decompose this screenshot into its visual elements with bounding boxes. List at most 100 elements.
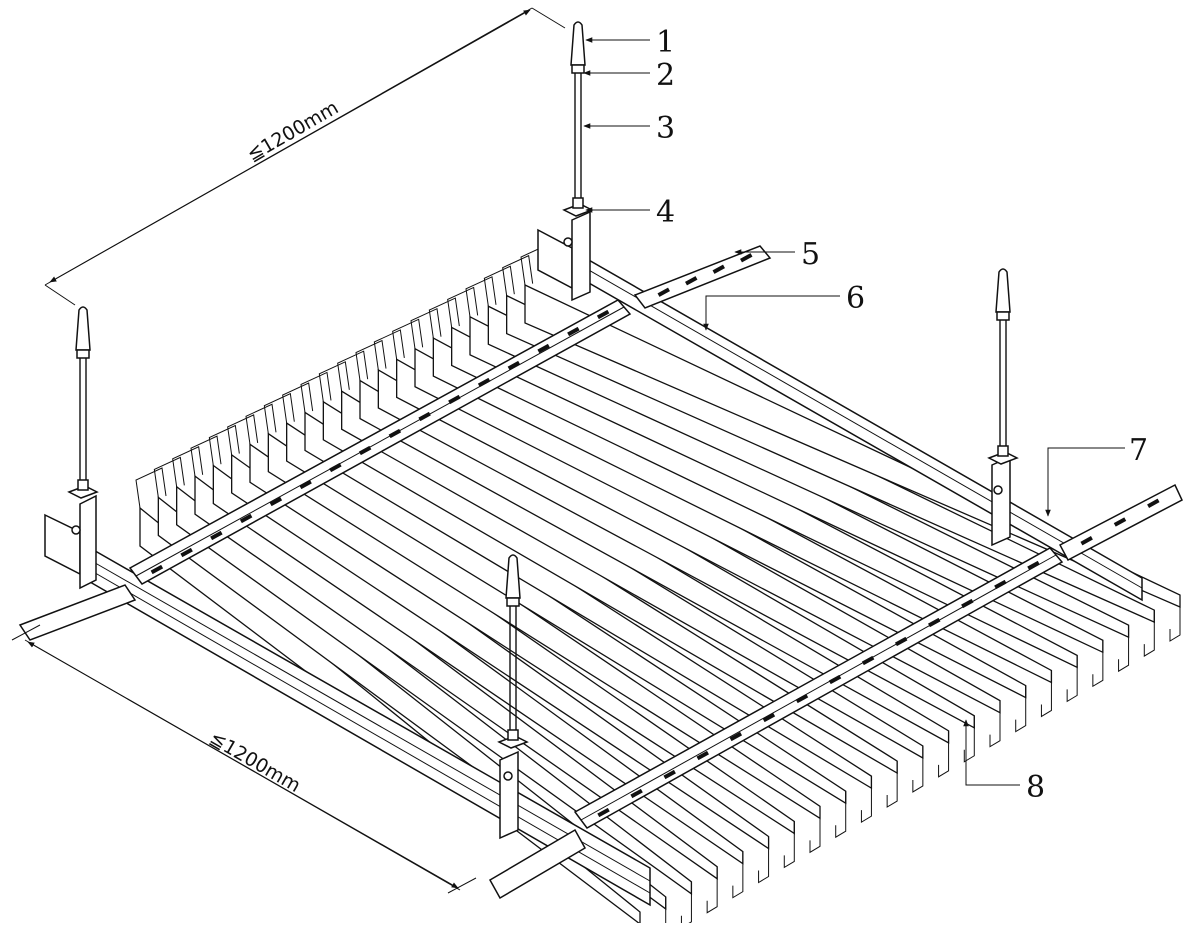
baffle-panel-end — [355, 339, 387, 381]
baffle-panel-hook — [989, 700, 1001, 748]
callout-2-number: 2 — [656, 58, 675, 93]
baffle-panel-end — [135, 467, 167, 509]
callout-6-number: 6 — [846, 281, 865, 316]
baffle-panel-hook — [1066, 655, 1078, 703]
dimension-top-label: ≦1200mm — [244, 97, 343, 167]
rail-slot — [928, 617, 941, 628]
baffle-panel-hook — [963, 715, 975, 763]
callout-5-number: 5 — [801, 237, 820, 272]
rail-slot — [597, 807, 610, 818]
rail-slot — [861, 655, 875, 666]
baffle-panel-hook — [912, 745, 924, 793]
baffle-panel-end — [373, 329, 405, 371]
rail-slot — [762, 712, 776, 723]
callout-4: 4 — [585, 195, 675, 230]
rail-slot — [994, 579, 1007, 590]
baffle-panel-hook — [1143, 610, 1155, 657]
callout-5: 5 — [734, 237, 820, 272]
baffle-panel-end — [428, 297, 460, 339]
baffle-panel-hook — [835, 791, 847, 839]
rail-slot — [740, 253, 753, 263]
callout-3: 3 — [583, 111, 675, 146]
rail-slot — [150, 564, 164, 575]
baffle-panel-end — [245, 403, 277, 445]
rail-slot — [1080, 536, 1093, 546]
baffle-panel-hook — [809, 806, 821, 854]
rail-slot — [596, 309, 610, 320]
rail-slot — [269, 496, 283, 507]
baffle-panel-end — [392, 318, 424, 360]
baffle-panel-hook — [758, 836, 770, 884]
callout-7-number: 7 — [1129, 433, 1148, 468]
rail-slot — [537, 343, 550, 354]
callout-4-number: 4 — [656, 195, 675, 230]
baffle-panel-hook — [860, 776, 872, 824]
hanger-bracket-rear — [537, 210, 591, 302]
cross-rail-front-ext — [488, 828, 587, 900]
rail-slot — [388, 428, 402, 439]
rail-slot — [567, 326, 580, 337]
hanger-bracket-left — [44, 494, 97, 590]
baffle-panel-end — [227, 414, 259, 455]
baffle-panel-hook — [1118, 625, 1130, 673]
rail-slot — [828, 674, 842, 685]
hanger-bracket-front — [499, 750, 519, 840]
callout-8-number: 8 — [1026, 770, 1045, 805]
rail-slot — [657, 287, 670, 297]
callout-2: 2 — [583, 58, 675, 93]
baffle-panel-end — [172, 446, 204, 487]
rail-slot — [696, 750, 709, 761]
rail-slot — [477, 377, 491, 388]
baffle-panel-hook — [938, 730, 950, 778]
rail-slots — [150, 253, 1160, 818]
callout-7: 7 — [1045, 433, 1148, 517]
baffle-panel-end — [190, 435, 222, 477]
callout-1: 1 — [585, 25, 675, 60]
rail-slot — [239, 513, 253, 524]
baffle-panel-end — [465, 276, 497, 317]
baffle-panel-hook — [1092, 640, 1104, 688]
baffle-panel-end — [337, 350, 369, 392]
baffle-panel-hook — [886, 761, 898, 808]
baffle-panel-end — [153, 456, 185, 498]
rail-slot — [507, 360, 521, 371]
suspension-rods — [67, 21, 1019, 749]
baffle-panel-end — [300, 371, 332, 413]
callout-8: 8 — [963, 719, 1045, 805]
cross-rail-back — [633, 245, 772, 309]
callout-6: 6 — [703, 281, 865, 331]
baffle-panel-hook — [665, 896, 667, 927]
rail-slot — [712, 264, 725, 274]
dimension-bottom-label: ≦1200mm — [206, 727, 305, 797]
rail-slot — [1027, 560, 1040, 571]
rail-slot — [299, 479, 312, 490]
dimension-top: ≦1200mm — [44, 7, 566, 306]
baffle-panel-hook — [1040, 670, 1052, 718]
cross-rail-left — [128, 299, 632, 585]
baffle-panel-end — [282, 382, 314, 424]
suspension-rod — [562, 21, 594, 217]
callout-1-number: 1 — [656, 25, 675, 60]
baffle-panel-end — [447, 286, 479, 328]
rail-slot — [685, 276, 698, 286]
rail-slot — [358, 445, 372, 456]
rail-slot — [663, 769, 676, 780]
rail-slot — [1113, 517, 1127, 527]
baffle-panel-hook — [783, 821, 795, 869]
rail-slot — [729, 731, 743, 742]
baffle-panel-hook — [732, 851, 744, 899]
rail-slot — [448, 394, 461, 405]
rail-slot — [418, 411, 431, 422]
rail-slot — [329, 462, 342, 473]
rail-slot — [961, 598, 974, 609]
rail-slot — [210, 530, 223, 541]
cross-rail-right — [573, 547, 1064, 829]
rail-slot — [180, 547, 193, 558]
baffle-panel-end — [318, 361, 350, 402]
callout-3-number: 3 — [656, 111, 675, 146]
baffle-panel-hook — [1015, 685, 1027, 733]
cross-rail-left-ext — [18, 584, 137, 641]
baffle-panel-hook — [706, 866, 718, 914]
